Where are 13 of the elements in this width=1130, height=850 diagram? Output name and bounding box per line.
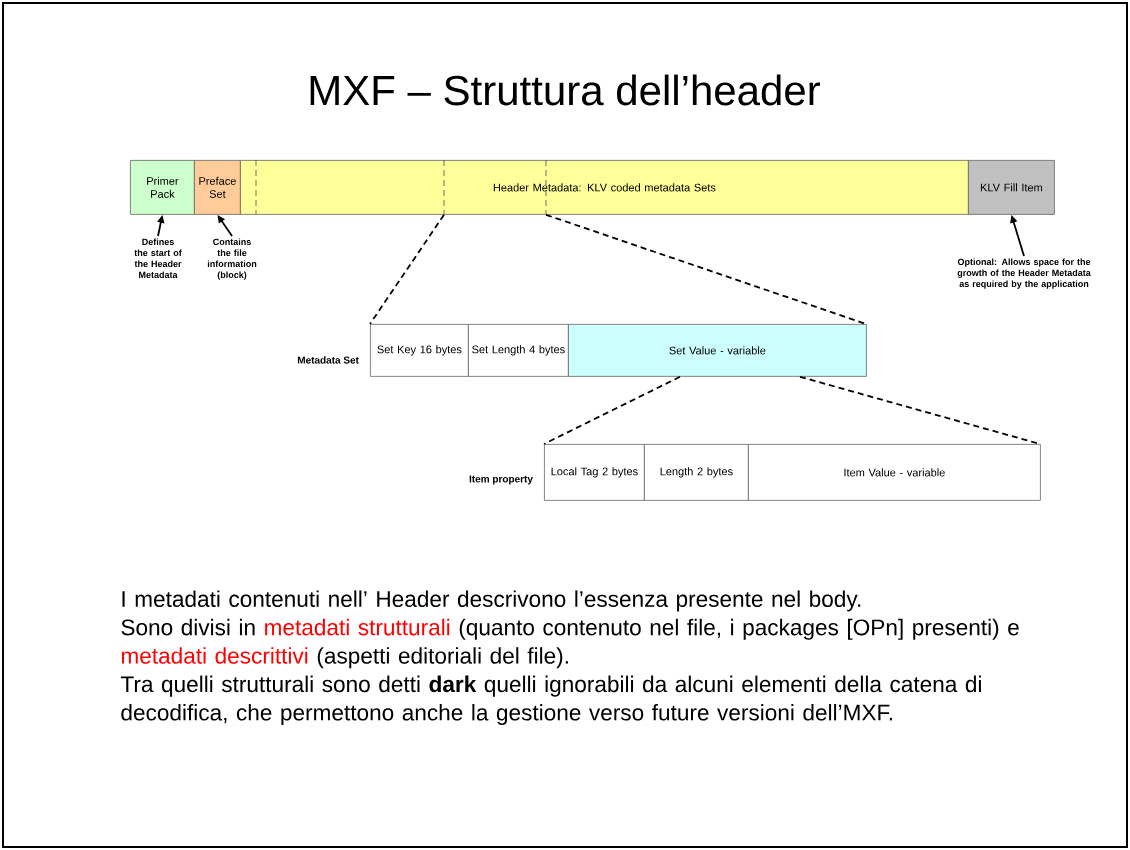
label: I metadati contenuti nell’ Header descrivono l’essenza presente nel body. — [122, 590, 861, 612]
label: metadati descrittivi — [121, 647, 308, 664]
label: (quanto contenuto nel file, i packages [OPn] presenti) e — [459, 618, 1019, 640]
label: Tra quelli strutturali sono detti dark quelli ignorabili da alcuni elementi della catena di decodifica, che permettono anche la gestione verso future versioni dell’MXF. — [120, 675, 981, 726]
title: MXF – Struttura dell’header — [310, 74, 820, 106]
expansion-line — [799, 375, 1041, 445]
label: Sono divisi in — [121, 618, 255, 636]
paragraph: I metadati contenuti nell’ Header descrivono l’essenza presente nel body. Sono divisi in metadati strutturali (quanto contenuto nel file, i packages [OPn] presenti) e metadati descrittivi (aspetti editoriali del file). Tra quelli strutturali sono detti dark quelli ignorabili da alcuni elementi della catena di decodifica, che permettono anche la gestione verso future versioni dell’MXF. — [120, 590, 1019, 726]
expansion-line — [369, 213, 445, 325]
label: (aspetti editoriali del file). — [317, 647, 568, 669]
expansion-line — [545, 213, 867, 325]
expansion-line — [543, 375, 681, 445]
label: metadati strutturali — [265, 618, 450, 636]
